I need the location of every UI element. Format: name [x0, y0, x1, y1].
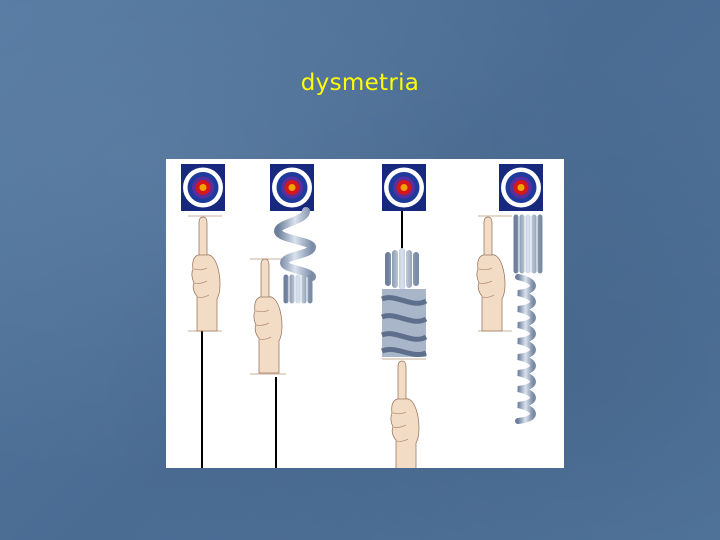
target-icon [499, 164, 543, 211]
spring-coil-icon [513, 214, 543, 424]
spring-coil-icon [381, 248, 428, 357]
pointing-hand-icon [390, 360, 420, 468]
target-icon [382, 164, 426, 211]
dysmetria-illustration [166, 159, 564, 468]
pointing-hand-icon [253, 258, 283, 374]
pointing-hand-icon [191, 216, 221, 332]
pointing-hand-icon [476, 216, 506, 332]
target-icon [181, 164, 225, 211]
target-icon [270, 164, 314, 211]
spring-coil-icon [273, 207, 317, 304]
slide-title: dysmetria [300, 70, 420, 96]
